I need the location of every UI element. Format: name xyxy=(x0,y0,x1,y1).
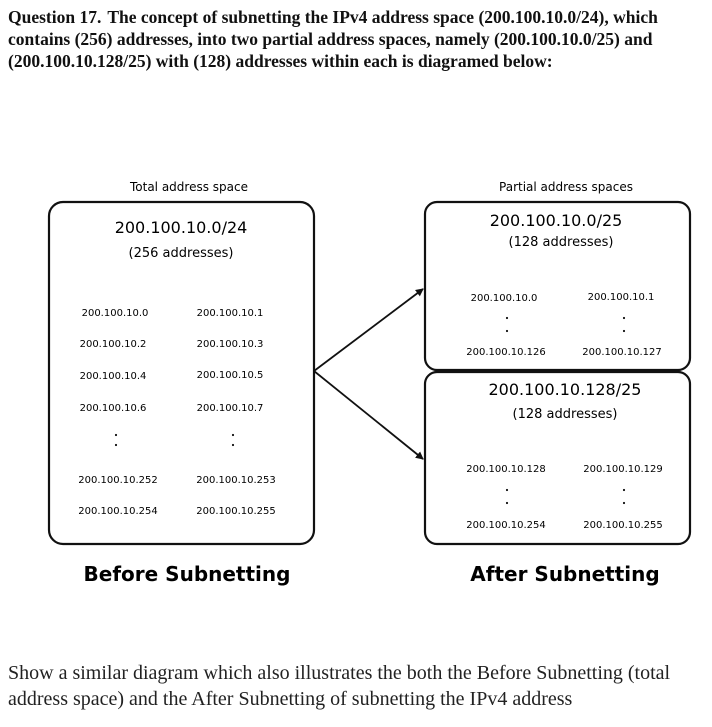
before-caption: Before Subnetting xyxy=(84,562,291,586)
ellipsis-dot xyxy=(114,443,118,447)
subnet-address: 200.100.10.254 xyxy=(466,520,546,531)
total-address: 200.100.10.5 xyxy=(197,370,264,381)
total-address: 200.100.10.0 xyxy=(82,308,149,319)
ellipsis-dot xyxy=(505,501,509,505)
total-address: 200.100.10.1 xyxy=(197,308,264,319)
ellipsis-dot xyxy=(622,488,626,492)
subnet-address: 200.100.10.127 xyxy=(582,347,662,358)
after-caption: After Subnetting xyxy=(470,562,659,586)
total-address: 200.100.10.2 xyxy=(80,339,147,350)
subnet-address: 200.100.10.128 xyxy=(466,464,546,475)
subnet-address: 200.100.10.0 xyxy=(471,293,538,304)
subnet-box-2 xyxy=(423,370,692,546)
ellipsis-dot xyxy=(622,329,626,333)
total-address: 200.100.10.3 xyxy=(197,339,264,350)
instruction-text: Show a similar diagram which also illust… xyxy=(8,662,671,710)
total-address: 200.100.10.6 xyxy=(80,403,147,414)
subnet-box-1 xyxy=(423,200,692,372)
subnet-address: 200.100.10.255 xyxy=(583,520,663,531)
total-address: 200.100.10.254 xyxy=(78,506,158,517)
question-number: Question 17. xyxy=(8,7,102,27)
total-address-box xyxy=(47,200,316,546)
total-address: 200.100.10.255 xyxy=(196,506,276,517)
total-address: 200.100.10.7 xyxy=(197,403,264,414)
subnet-2-count: (128 addresses) xyxy=(513,407,618,422)
split-arrow-upper xyxy=(313,288,424,372)
question-text: Question 17.The concept of subnetting th… xyxy=(8,6,698,72)
total-address: 200.100.10.252 xyxy=(78,475,158,486)
ellipsis-dot xyxy=(231,443,235,447)
question-body: The concept of subnetting the IPv4 addre… xyxy=(8,7,658,71)
total-network: 200.100.10.0/24 xyxy=(115,218,248,237)
subnet-1-count: (128 addresses) xyxy=(509,235,614,250)
ellipsis-dot xyxy=(622,501,626,505)
ellipsis-dot xyxy=(231,433,235,437)
ellipsis-dot xyxy=(505,316,509,320)
subnet-2-network: 200.100.10.128/25 xyxy=(489,380,642,399)
partial-heading: Partial address spaces xyxy=(499,180,633,194)
split-arrow-lower xyxy=(313,370,424,460)
total-heading: Total address space xyxy=(129,180,248,194)
subnet-address: 200.100.10.126 xyxy=(466,347,546,358)
ellipsis-dot xyxy=(622,316,626,320)
ellipsis-dot xyxy=(505,488,509,492)
subnet-1-network: 200.100.10.0/25 xyxy=(490,211,623,230)
total-address: 200.100.10.4 xyxy=(80,371,147,382)
total-address: 200.100.10.253 xyxy=(196,475,276,486)
subnet-address: 200.100.10.1 xyxy=(588,292,655,303)
ellipsis-dot xyxy=(505,329,509,333)
total-count: (256 addresses) xyxy=(129,246,234,261)
subnet-address: 200.100.10.129 xyxy=(583,464,663,475)
ellipsis-dot xyxy=(114,433,118,437)
